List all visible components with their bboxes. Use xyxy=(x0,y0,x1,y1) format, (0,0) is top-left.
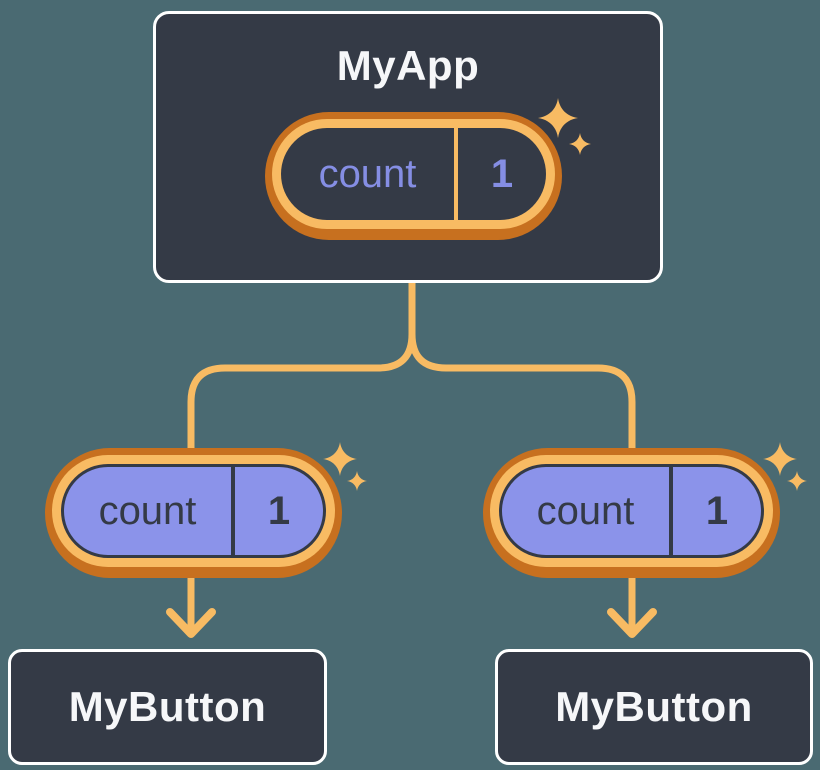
pill-divider xyxy=(454,128,458,220)
state-value-label: 1 xyxy=(490,151,514,196)
child-component-card-right: MyButton xyxy=(495,649,813,765)
sparkle-icon xyxy=(538,98,578,138)
pill-core: count 1 xyxy=(499,464,764,558)
child-component-title: MyButton xyxy=(555,683,753,730)
parent-component-title: MyApp xyxy=(336,42,480,89)
arrowhead-down-icon xyxy=(607,608,657,638)
pill-core: count 1 xyxy=(61,464,326,558)
child-component-card-left: MyButton xyxy=(8,649,327,765)
parent-state-pill: count 1 xyxy=(265,112,562,240)
child-component-title: MyButton xyxy=(68,683,267,730)
child-state-pill-right: count 1 xyxy=(483,448,780,578)
connector-parent-to-right xyxy=(408,276,636,458)
state-name-label: count xyxy=(318,151,417,196)
sparkle-icon xyxy=(347,471,367,491)
pill-ring: count 1 xyxy=(272,119,555,229)
sparkle-icon xyxy=(787,471,807,491)
sparkle-icon xyxy=(323,442,357,476)
child-state-pill-left: count 1 xyxy=(45,448,342,578)
pill-ring: count 1 xyxy=(52,455,335,567)
sparkle-icon xyxy=(569,133,591,155)
state-name-label: count xyxy=(98,488,197,533)
state-name-label: count xyxy=(536,488,635,533)
sparkle-icon xyxy=(763,442,797,476)
arrowhead-down-icon xyxy=(166,608,216,638)
state-value-label: 1 xyxy=(705,488,729,533)
state-value-label: 1 xyxy=(267,488,291,533)
pill-ring: count 1 xyxy=(490,455,773,567)
pill-core: count 1 xyxy=(281,128,546,220)
pill-divider xyxy=(231,467,235,555)
connector-parent-to-left xyxy=(187,276,416,458)
pill-divider xyxy=(669,467,673,555)
